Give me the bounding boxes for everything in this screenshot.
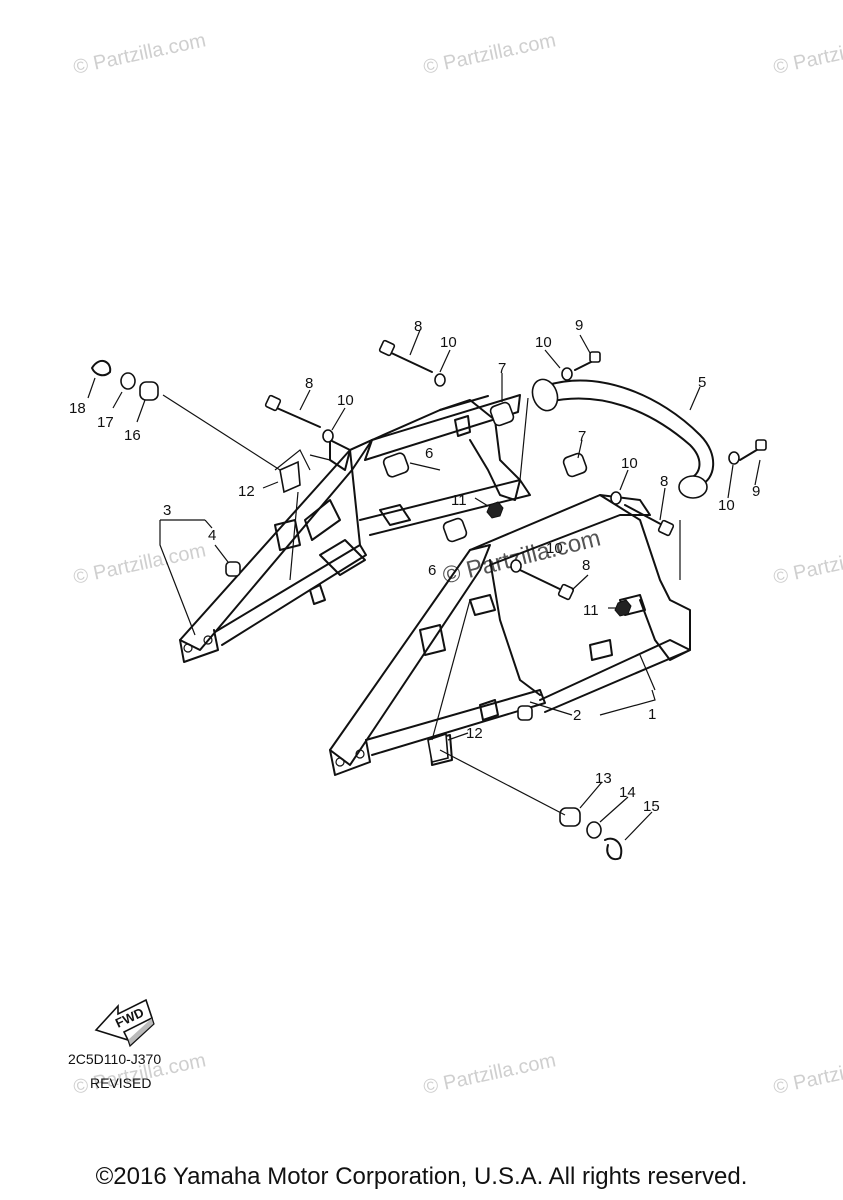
caps	[225, 561, 533, 721]
callout-2: 2	[573, 707, 581, 724]
callout-12: 12	[466, 725, 483, 742]
watermark: © Partzilla.com	[71, 539, 207, 589]
watermarks: © Partzilla.com © Partzilla.com © Partzi…	[71, 29, 843, 1099]
callout-16: 16	[124, 427, 141, 444]
right-side-frame	[329, 494, 691, 776]
left-side-frame	[179, 394, 531, 663]
callout-9: 9	[752, 483, 760, 500]
callout-8: 8	[305, 375, 313, 392]
callout-10: 10	[337, 392, 354, 409]
callout-8: 8	[414, 318, 422, 335]
callout-10: 10	[440, 334, 457, 351]
leader-lines	[87, 329, 761, 841]
callout-12: 12	[238, 483, 255, 500]
callout-10: 10	[546, 540, 563, 557]
collars	[382, 401, 588, 543]
callout-6: 6	[428, 562, 436, 579]
callout-10: 10	[535, 334, 552, 351]
callout-15: 15	[643, 798, 660, 815]
callout-8: 8	[582, 557, 590, 574]
callout-10: 10	[621, 455, 638, 472]
brackets	[279, 460, 449, 763]
callout-11: 11	[451, 492, 467, 509]
callout-9: 9	[575, 317, 583, 334]
copyright-notice: ©2016 Yamaha Motor Corporation, U.S.A. A…	[95, 1163, 748, 1190]
dampers-pins	[91, 359, 623, 861]
callout-1: 1	[648, 706, 656, 723]
callout-10: 10	[718, 497, 735, 514]
watermark: © Partzilla.com	[421, 29, 557, 79]
bolts	[264, 339, 767, 601]
watermark: © Partzilla.com	[71, 29, 207, 79]
callout-14: 14	[619, 784, 636, 801]
callout-4: 4	[208, 527, 216, 544]
revision-label: REVISED	[90, 1075, 152, 1091]
nuts	[486, 501, 632, 617]
callout-7: 7	[498, 360, 506, 377]
callout-5: 5	[698, 374, 706, 391]
callout-13: 13	[595, 770, 612, 787]
fwd-arrow-icon: FWD	[94, 998, 155, 1048]
callout-7: 7	[578, 428, 586, 445]
watermark: © Partzilla.com	[771, 29, 843, 79]
callout-18: 18	[69, 400, 86, 417]
callout-11: 11	[583, 602, 599, 619]
watermark: © Partzilla.com	[771, 539, 843, 589]
callout-3: 3	[163, 502, 171, 519]
watermark: © Partzilla.com	[421, 1049, 557, 1099]
callout-17: 17	[97, 414, 114, 431]
washers	[322, 367, 740, 573]
callout-8: 8	[660, 473, 668, 490]
callout-6: 6	[425, 445, 433, 462]
grab-bar	[531, 378, 715, 499]
callouts: 1 2 3 4 5 6 6 7 7 8 8 8 8 9 9 10 10 10 1…	[69, 317, 760, 815]
watermark: © Partzilla.com	[771, 1049, 843, 1099]
diagram-code: 2C5D110-J370	[68, 1051, 162, 1067]
